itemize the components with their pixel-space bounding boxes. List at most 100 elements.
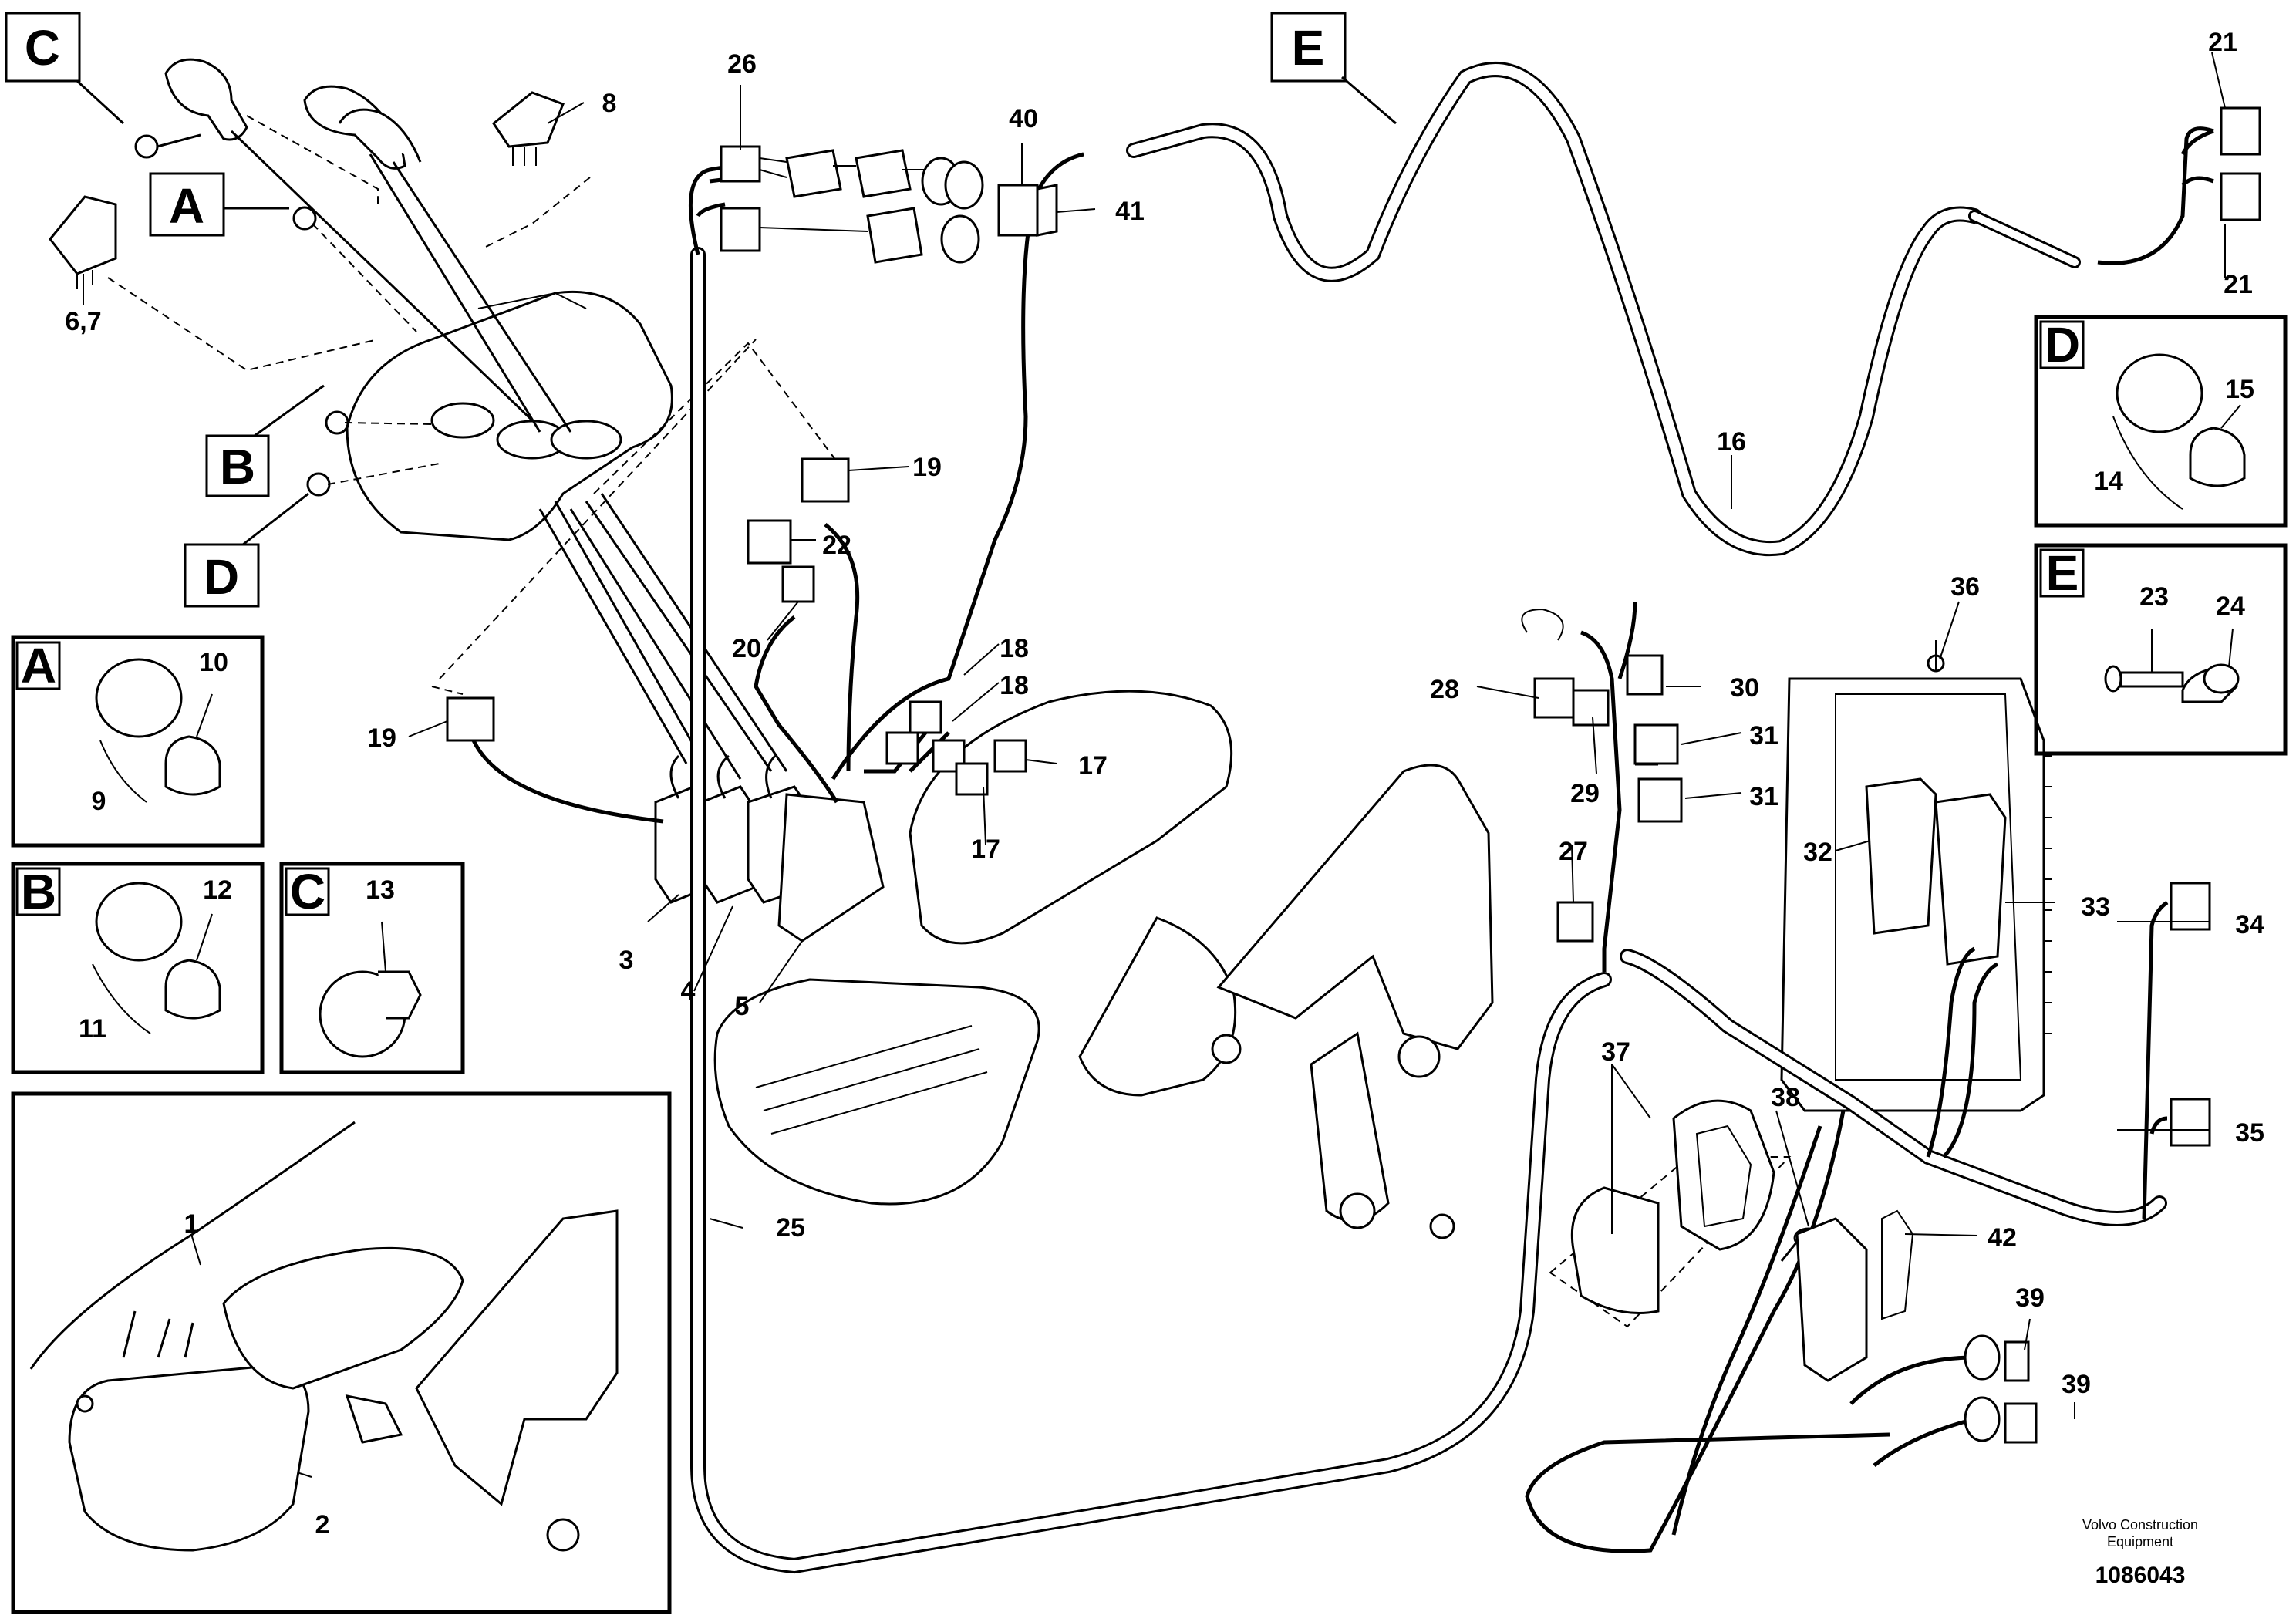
part-label-22: 22	[822, 531, 851, 560]
part-label-12: 12	[203, 875, 232, 905]
part-label-17a: 17	[1078, 751, 1108, 781]
part-label-6-7: 6,7	[65, 307, 101, 336]
callout-d-letter: D	[204, 549, 239, 605]
connector-19-lower	[446, 696, 495, 742]
panel-b-letter-box	[15, 867, 61, 916]
brand-line-1: Volvo Construction	[2082, 1517, 2198, 1533]
callout-c: C	[5, 12, 125, 125]
callout-e-letter: E	[1292, 20, 1325, 76]
callout-c-letter: C	[25, 20, 60, 76]
part-label-18a: 18	[1000, 634, 1029, 663]
part-label-21a: 21	[2208, 28, 2237, 57]
part-label-19b: 19	[367, 723, 396, 753]
part-label-40: 40	[1009, 104, 1038, 133]
panel-a-cap-icon	[95, 658, 183, 738]
panel-e-letter-box	[2039, 548, 2085, 598]
button-a-icon	[292, 206, 317, 231]
panel-a-letter-box	[15, 641, 61, 690]
part-label-41: 41	[1115, 197, 1145, 226]
part-label-31b: 31	[1749, 782, 1778, 811]
part-label-9: 9	[92, 787, 106, 816]
part-label-23: 23	[2139, 582, 2169, 612]
panel-b-button-icon	[164, 959, 221, 1020]
part-label-15: 15	[2225, 375, 2254, 404]
plugs-39	[1964, 1334, 2038, 1444]
seat-assembly	[713, 690, 1494, 1239]
panel-d-button-icon	[2189, 427, 2246, 487]
part-label-24: 24	[2216, 592, 2245, 621]
part-label-14: 14	[2094, 467, 2123, 496]
joystick-valves	[654, 754, 885, 943]
part-label-19a: 19	[912, 453, 942, 482]
callout-b-letter: B	[220, 439, 255, 494]
panel-e-letter: E	[2046, 545, 2079, 601]
callout-a: A	[149, 172, 289, 237]
part-label-8: 8	[602, 89, 617, 118]
part-label-34: 34	[2235, 910, 2264, 939]
bulkhead-connector-37	[1549, 1099, 1792, 1328]
part-label-4: 4	[681, 976, 696, 1006]
part-label-39a: 39	[2015, 1283, 2045, 1313]
part-label-38: 38	[1771, 1083, 1800, 1112]
plug-42	[1795, 1209, 1914, 1382]
panel-c-letter-box	[285, 867, 330, 916]
harness-16	[1126, 62, 2214, 557]
connector-19-upper	[801, 457, 850, 503]
part-label-2: 2	[315, 1510, 330, 1539]
part-label-39b: 39	[2062, 1370, 2091, 1399]
button-b-icon	[325, 410, 349, 435]
panel-a-button-icon	[164, 735, 221, 796]
part-label-32: 32	[1803, 838, 1832, 867]
panel-b-letter: B	[21, 864, 56, 919]
inset-overview-illustration	[68, 1209, 619, 1552]
part-label-21b: 21	[2224, 270, 2253, 299]
control-console	[346, 290, 673, 541]
panel-d-cap-icon	[2116, 353, 2203, 433]
part-label-33: 33	[2081, 892, 2110, 922]
connector-20	[781, 565, 815, 603]
callout-d: D	[184, 492, 309, 608]
panel-d-letter: D	[2045, 317, 2080, 373]
part-labels: 1 2 3 4 5 6,7 8 9 10 11 12 13 14 15 16 1…	[65, 28, 2264, 1539]
harness-25	[468, 152, 1612, 1574]
part-label-36: 36	[1950, 572, 1980, 602]
connector-22	[747, 519, 792, 565]
detail-panel-c	[279, 862, 465, 1074]
inset-item-1	[11, 1091, 672, 1614]
connector-40-face	[1036, 184, 1058, 237]
bracket-item-1	[29, 1121, 356, 1370]
part-label-25: 25	[776, 1213, 805, 1243]
ecu-unit	[1780, 654, 2052, 1112]
part-label-26: 26	[727, 49, 757, 79]
panel-e-clamp-icon	[2181, 663, 2240, 703]
part-label-17b: 17	[971, 835, 1000, 864]
connectors-28-31	[1521, 608, 1683, 823]
connector-40	[997, 184, 1039, 237]
connectors-21	[2220, 106, 2261, 221]
part-label-16: 16	[1717, 427, 1746, 457]
callout-b: B	[205, 384, 325, 497]
part-label-31a: 31	[1749, 721, 1778, 750]
callout-a-letter: A	[169, 178, 204, 234]
part-label-35: 35	[2235, 1118, 2264, 1148]
part-label-42: 42	[1988, 1223, 2017, 1253]
rocker-switch-6-7	[49, 195, 117, 289]
connectors-17-18	[885, 700, 1027, 796]
panel-e-bolt-icon	[2104, 665, 2184, 693]
part-label-37: 37	[1601, 1037, 1630, 1067]
rocker-switch-8	[491, 91, 565, 166]
brand-line-2: Equipment	[2107, 1534, 2173, 1549]
part-label-27: 27	[1559, 837, 1588, 866]
part-label-30: 30	[1730, 673, 1759, 703]
part-label-18b: 18	[1000, 671, 1029, 700]
panel-c-letter: C	[290, 864, 325, 919]
part-label-5: 5	[735, 992, 750, 1021]
leader-lines	[83, 52, 2226, 1478]
detail-panel-b	[11, 862, 265, 1074]
figure-number: 1086043	[2095, 1563, 2186, 1588]
detail-panel-d	[2034, 315, 2288, 528]
detail-panel-a	[11, 635, 265, 848]
connector-27	[1556, 901, 1594, 943]
panel-b-cap-icon	[95, 882, 183, 962]
